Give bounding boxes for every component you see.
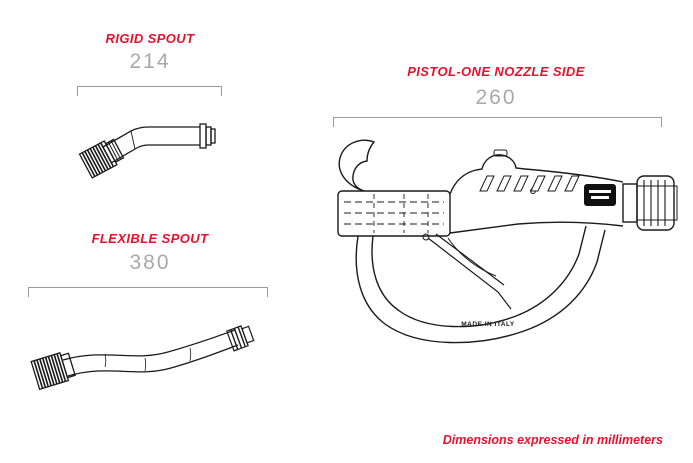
pistol-nozzle-title: PISTOL-ONE NOZZLE SIDE — [407, 64, 585, 79]
rigid-spout-collar — [78, 138, 125, 179]
made-in-italy-engraving: MADE IN ITALY — [461, 321, 515, 328]
rigid-spout-dimension: 214 — [129, 50, 171, 73]
nozzle-outlet-block — [337, 190, 451, 237]
flexible-spout-dimension: 380 — [129, 251, 171, 274]
flexible-spout-drawing — [30, 325, 255, 391]
rigid-spout-title: RIGID SPOUT — [105, 31, 195, 46]
pistol-nozzle-dimension-bracket — [333, 117, 662, 127]
rigid-spout-dimension-bracket — [77, 86, 222, 96]
body-vent-slots — [479, 175, 580, 192]
flexible-spout-collar — [30, 351, 76, 391]
nozzle-trigger — [427, 237, 512, 310]
outlet-grid-lines — [344, 194, 444, 233]
rigid-spout-drawing — [78, 123, 216, 179]
flexible-spout-title: FLEXIBLE SPOUT — [91, 231, 209, 246]
flexible-spout-dimension-bracket — [28, 287, 268, 297]
max-flow-badge — [584, 184, 616, 206]
nozzle-handle-guard — [355, 229, 606, 344]
pistol-nozzle-dimension: 260 — [475, 86, 517, 109]
units-note: Dimensions expressed in millimeters — [442, 433, 663, 447]
nozzle-hook — [338, 139, 376, 192]
nozzle-inlet-coupling — [636, 175, 675, 231]
pistol-nozzle-drawing: MADE IN ITALY — [337, 139, 678, 344]
flexible-spout-tip — [226, 325, 255, 352]
